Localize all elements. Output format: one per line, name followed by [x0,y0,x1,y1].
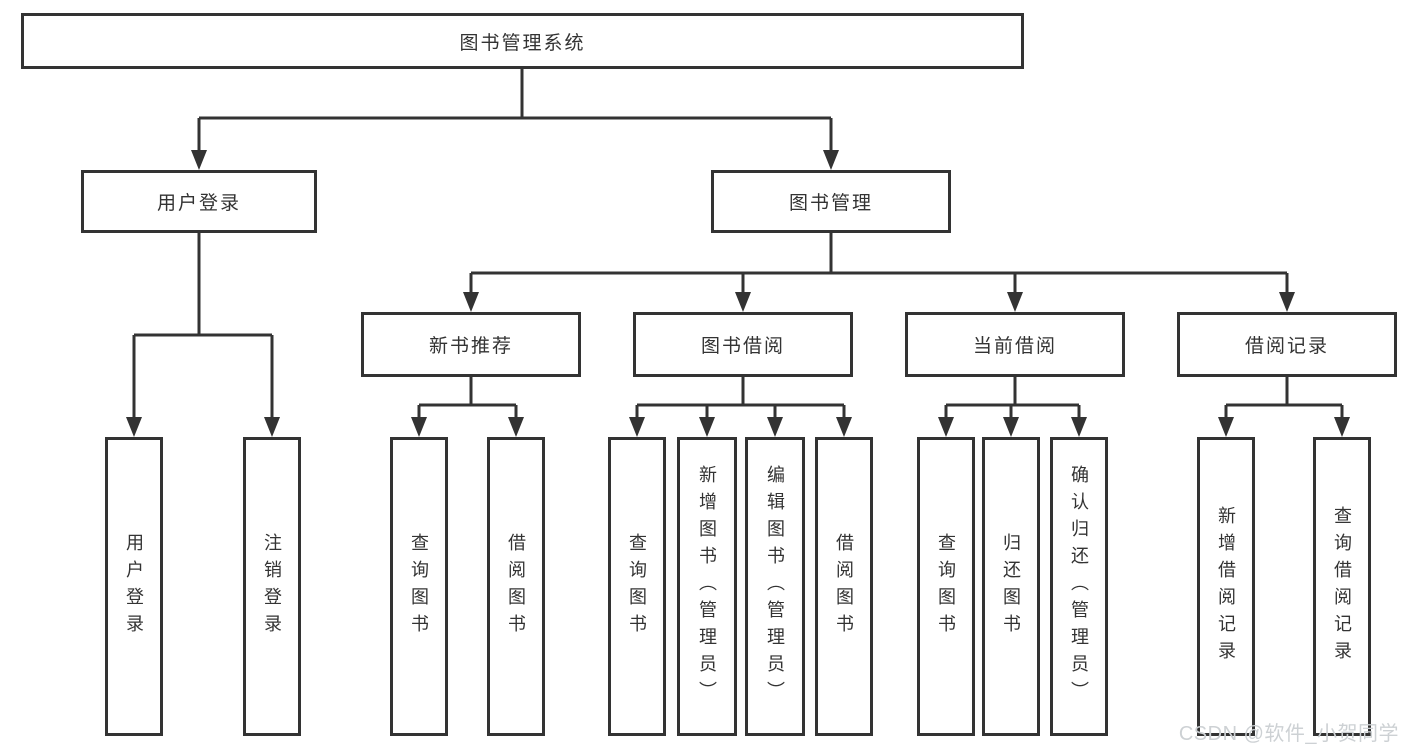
leaf-add-borrow-record: 新增借阅记录 [1197,437,1255,736]
leaf-add-book-admin-label: 新增图书（管理员） [697,465,717,708]
leaf-query-books-borrow-label: 查询图书 [627,532,647,641]
leaf-borrow-books: 借阅图书 [815,437,873,736]
leaf-return-book-label: 归还图书 [1001,532,1021,641]
leaf-query-borrow-record: 查询借阅记录 [1313,437,1371,736]
leaf-query-borrow-record-label: 查询借阅记录 [1332,505,1352,668]
leaf-borrow-books-recommend: 借阅图书 [487,437,545,736]
node-new-book-recommend-label: 新书推荐 [428,336,513,357]
node-new-book-recommend: 新书推荐 [361,312,581,377]
leaf-logout-login: 注销登录 [243,437,301,736]
leaf-return-book: 归还图书 [982,437,1040,736]
leaf-edit-book-admin: 编辑图书（管理员） [745,437,805,736]
leaf-confirm-return-admin-label: 确认归还（管理员） [1069,465,1089,708]
leaf-query-books-recommend: 查询图书 [390,437,448,736]
node-book-management: 图书管理 [711,170,951,233]
leaf-add-book-admin: 新增图书（管理员） [677,437,737,736]
leaf-confirm-return-admin: 确认归还（管理员） [1050,437,1108,736]
node-user-login: 用户登录 [81,170,317,233]
leaf-user-login: 用户登录 [105,437,163,736]
leaf-query-books-recommend-label: 查询图书 [409,532,429,641]
leaf-borrow-books-label: 借阅图书 [834,532,854,641]
node-root-label: 图书管理系统 [459,32,586,54]
leaf-user-login-label: 用户登录 [124,532,144,641]
node-borrow-records-label: 借阅记录 [1244,336,1329,357]
leaf-logout-login-label: 注销登录 [262,532,282,641]
leaf-add-borrow-record-label: 新增借阅记录 [1216,505,1236,668]
watermark-text: CSDN @软件_小贺同学 [1178,723,1399,745]
node-borrow-records: 借阅记录 [1177,312,1397,377]
node-book-borrow-label: 图书借阅 [700,336,785,357]
node-user-login-label: 用户登录 [156,193,241,214]
connector-path [132,68,1344,419]
leaf-edit-book-admin-label: 编辑图书（管理员） [765,465,785,708]
arrowheads [126,150,1350,437]
leaf-query-books-borrow: 查询图书 [608,437,666,736]
leaf-borrow-books-recommend-label: 借阅图书 [506,532,526,641]
node-current-borrow: 当前借阅 [905,312,1125,377]
node-book-management-label: 图书管理 [788,193,873,214]
leaf-query-books-current: 查询图书 [917,437,975,736]
leaf-query-books-current-label: 查询图书 [936,532,956,641]
node-book-borrow: 图书借阅 [633,312,853,377]
node-root: 图书管理系统 [21,13,1024,69]
node-current-borrow-label: 当前借阅 [972,336,1057,357]
